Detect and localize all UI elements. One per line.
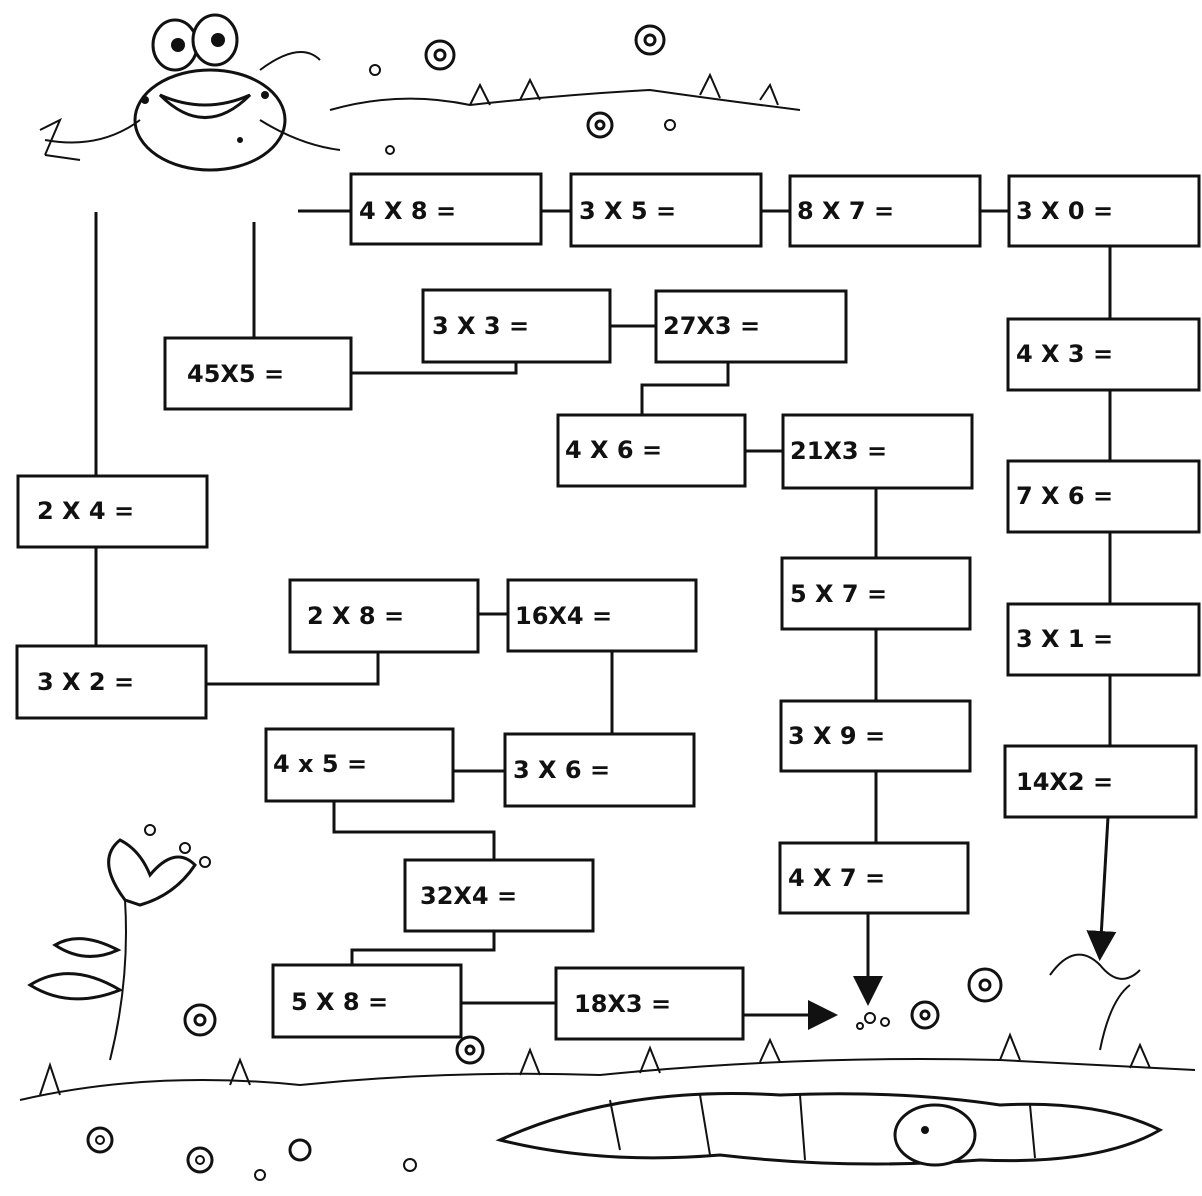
problem-text: 3 X 3 = — [432, 312, 529, 340]
problem-b18: 3 X 2 = — [17, 646, 206, 718]
problem-text: 3 X 2 = — [37, 668, 134, 696]
grass-top-icon — [330, 75, 800, 110]
problem-b16: 2 X 8 = — [290, 580, 478, 652]
problem-text: 4 X 8 = — [359, 197, 456, 225]
problem-b14: 2 X 4 = — [18, 476, 207, 547]
problem-b20: 3 X 6 = — [505, 734, 694, 806]
problem-b1: 4 X 8 = — [351, 174, 541, 244]
frog-icon — [40, 15, 340, 170]
problem-text: 8 X 7 = — [797, 197, 894, 225]
problem-b17: 16X4 = — [508, 580, 696, 651]
problem-b23: 4 X 7 = — [780, 843, 968, 913]
problem-b5: 4 X 3 = — [1008, 319, 1199, 390]
problem-text: 4 X 7 = — [788, 864, 885, 892]
problem-text: 3 X 5 = — [579, 197, 676, 225]
problem-text: 32X4 = — [420, 882, 517, 910]
problem-b2: 3 X 5 = — [571, 174, 761, 246]
problem-text: 14X2 = — [1016, 768, 1113, 796]
problem-b25: 18X3 = — [556, 968, 743, 1039]
flower-icon — [857, 955, 1140, 1050]
problem-b11: 45X5 = — [165, 338, 351, 409]
problem-b8: 14X2 = — [1005, 746, 1196, 817]
problem-text: 4 X 3 = — [1016, 340, 1113, 368]
problem-b24: 5 X 8 = — [273, 965, 461, 1037]
problem-b15: 5 X 7 = — [782, 558, 970, 629]
problem-b21: 3 X 9 = — [781, 701, 970, 771]
problem-text: 2 X 8 = — [307, 602, 404, 630]
problem-b10: 27X3 = — [656, 291, 846, 362]
problem-b22: 32X4 = — [405, 860, 593, 931]
problem-text: 21X3 = — [790, 437, 887, 465]
problem-text: 3 X 1 = — [1016, 625, 1113, 653]
problem-b12: 4 X 6 = — [558, 415, 745, 486]
problem-text: 7 X 6 = — [1016, 482, 1113, 510]
flower-icon — [370, 26, 675, 154]
problem-b7: 3 X 1 = — [1008, 604, 1199, 675]
problem-text: 27X3 = — [663, 312, 760, 340]
problem-text: 4 X 6 = — [565, 436, 662, 464]
problem-text: 3 X 0 = — [1016, 197, 1113, 225]
problem-text: 4 x 5 = — [273, 750, 367, 778]
problem-text: 18X3 = — [574, 990, 671, 1018]
problem-text: 5 X 7 = — [790, 580, 887, 608]
problem-text: 3 X 9 = — [788, 722, 885, 750]
problem-b6: 7 X 6 = — [1008, 461, 1199, 532]
problem-b4: 3 X 0 = — [1009, 176, 1199, 246]
problem-text: 2 X 4 = — [37, 497, 134, 525]
problem-b13: 21X3 = — [783, 415, 972, 488]
problem-b9: 3 X 3 = — [423, 290, 610, 362]
problem-text: 3 X 6 = — [513, 756, 610, 784]
problem-text: 45X5 = — [187, 360, 284, 388]
problem-text: 5 X 8 = — [291, 988, 388, 1016]
problem-b19: 4 x 5 = — [266, 729, 453, 801]
problem-b3: 8 X 7 = — [790, 176, 980, 246]
worm-icon — [500, 1093, 1160, 1165]
problem-text: 16X4 = — [515, 602, 612, 630]
